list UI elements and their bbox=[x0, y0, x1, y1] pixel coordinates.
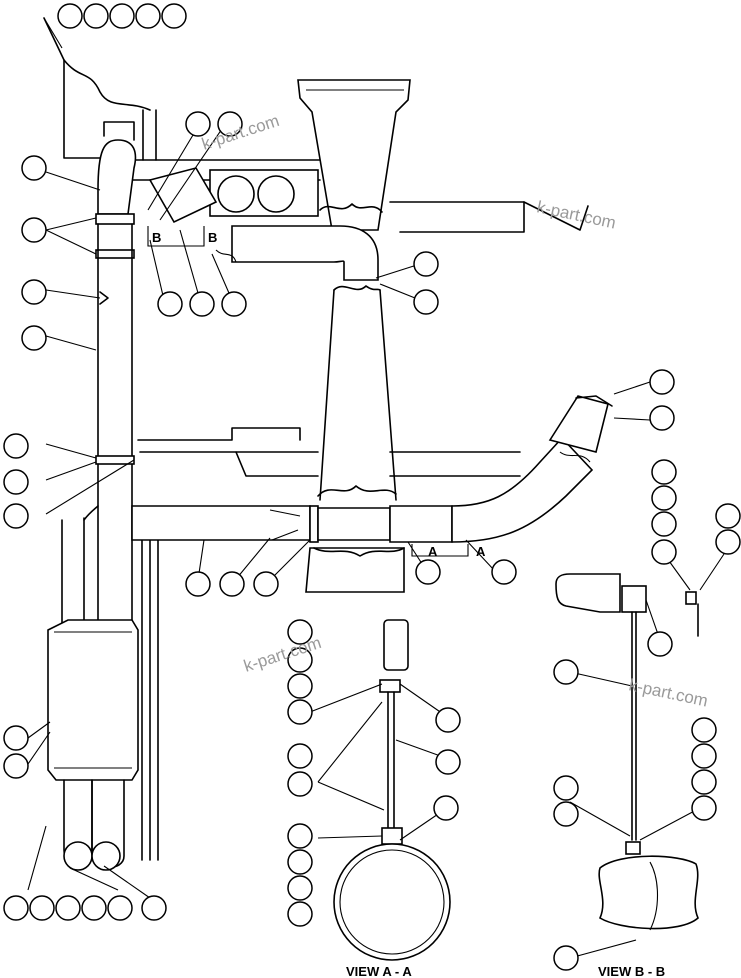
watermark-4: k-part.com bbox=[627, 675, 709, 710]
section-b-left-label: B bbox=[152, 230, 161, 245]
upper-pipe-assembly: B B bbox=[147, 79, 589, 501]
view-b-b-detail: VIEW B - B bbox=[555, 573, 699, 978]
section-a-left-label: A bbox=[428, 544, 438, 559]
callout-bubbles bbox=[3, 3, 741, 971]
section-b-right-label: B bbox=[208, 230, 217, 245]
vertical-exhaust-stack bbox=[43, 17, 331, 871]
leader-lines bbox=[27, 17, 725, 959]
watermark-3: k-part.com bbox=[241, 633, 323, 676]
view-b-b-label: VIEW B - B bbox=[598, 964, 665, 978]
view-a-a-label: VIEW A - A bbox=[346, 964, 412, 978]
section-a-right-label: A bbox=[476, 544, 486, 559]
view-a-a-detail: VIEW A - A bbox=[333, 619, 451, 978]
fastener-detail bbox=[685, 591, 699, 637]
middle-horizontal-pipe: A A bbox=[131, 395, 613, 593]
